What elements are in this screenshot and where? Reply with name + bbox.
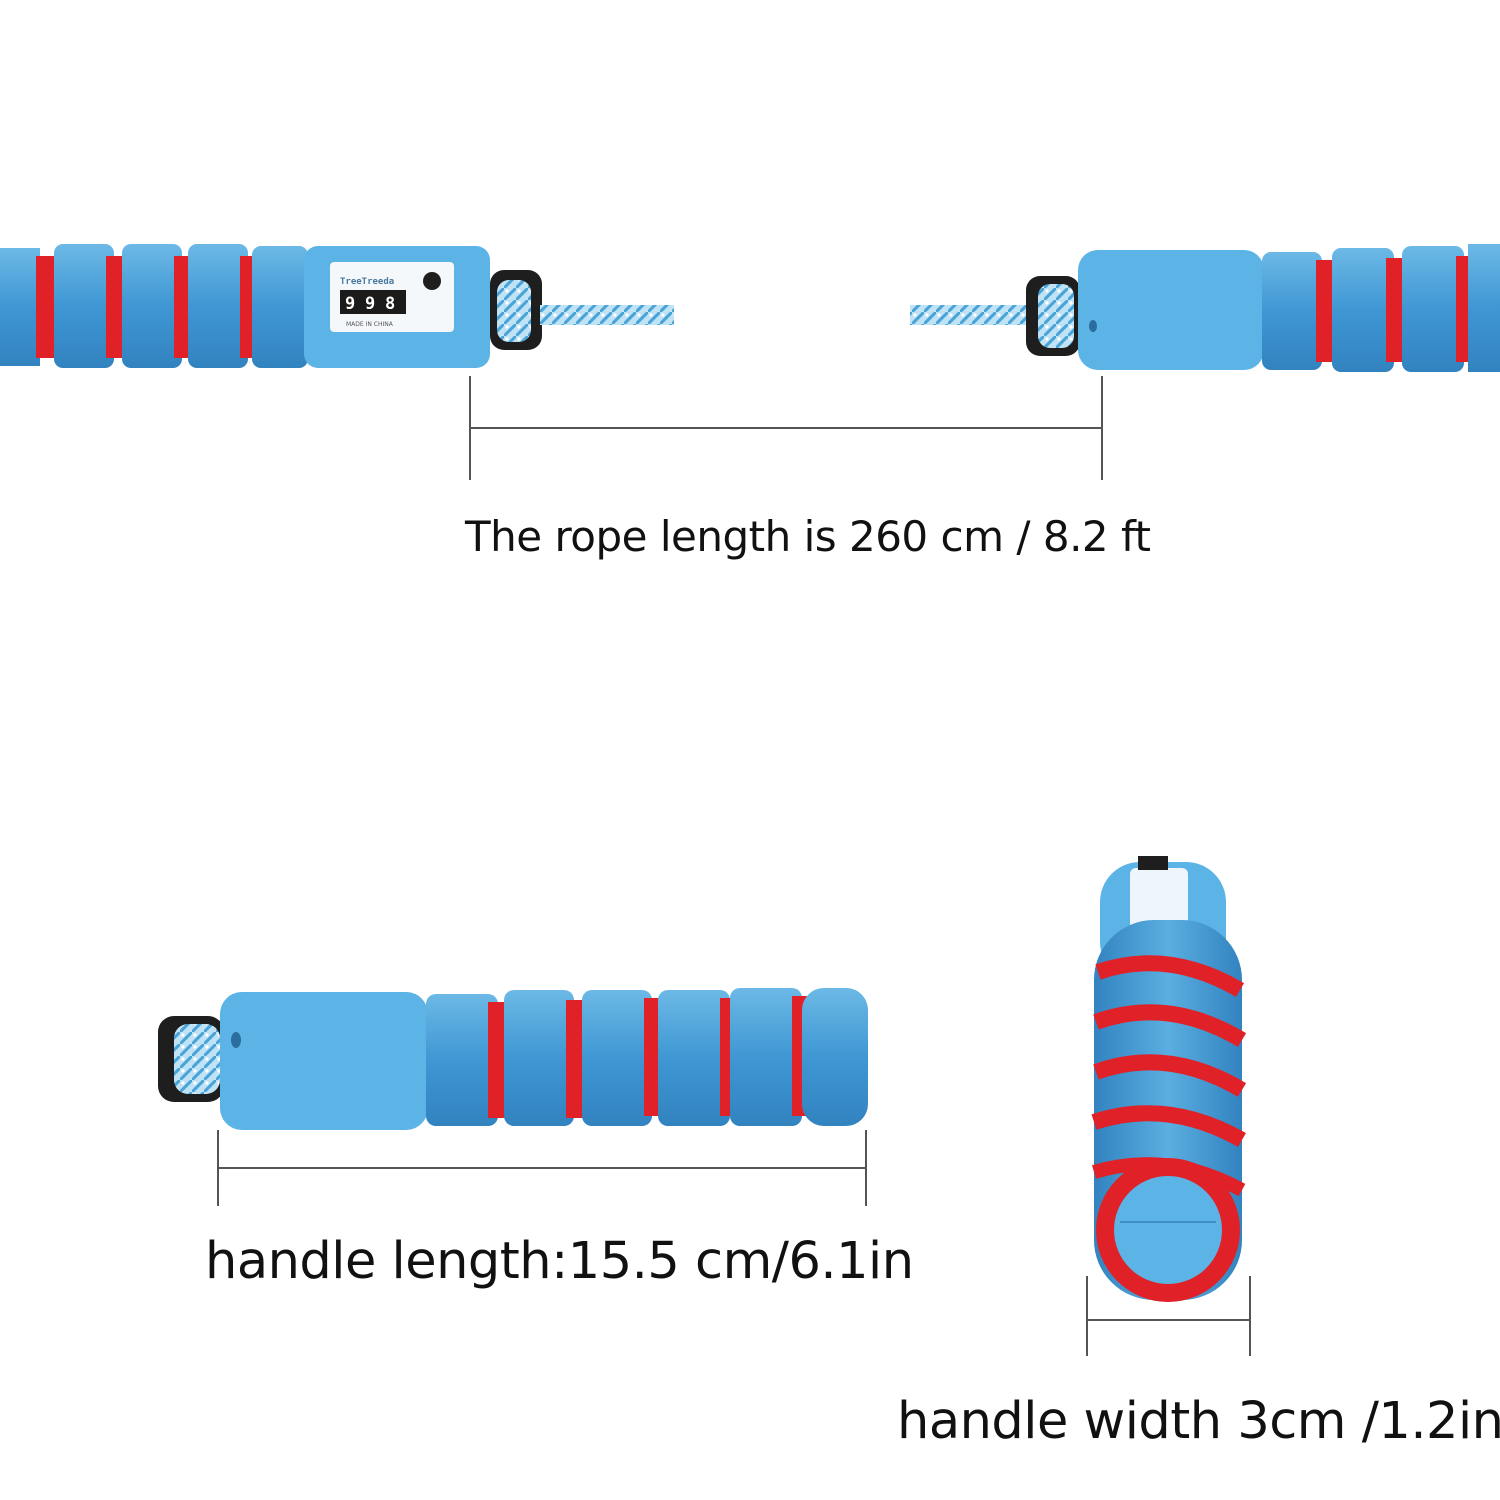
handle-width-dimension-line-icon	[1086, 1276, 1251, 1356]
counter-reset-button-icon	[423, 272, 441, 290]
counter-brand: TreeTreeda	[340, 277, 394, 287]
rope-length-dimension-line-icon	[469, 376, 1103, 480]
plastic-grip-housing	[220, 992, 428, 1130]
rope-length-caption: The rope length is 260 cm / 8.2 ft	[465, 512, 1151, 561]
rope-segment-right	[910, 305, 1036, 325]
rope-segment-left	[540, 305, 674, 325]
handle-length-caption: handle length:15.5 cm/6.1in	[205, 1232, 914, 1291]
handle-width-caption: handle width 3cm /1.2in	[897, 1392, 1500, 1451]
counter-digit-2: 9	[365, 294, 375, 314]
counter-digit-1: 9	[345, 294, 355, 314]
top-left-handle: TreeTreeda 9 9 8 MADE IN CHINA	[0, 244, 674, 368]
counter-digit-3: 8	[385, 294, 395, 314]
plastic-grip-housing	[1078, 250, 1264, 370]
top-right-handle	[910, 244, 1500, 372]
handle-length-dimension-line-icon	[217, 1130, 867, 1206]
bottom-handle-horizontal	[158, 988, 868, 1130]
counter-made-in: MADE IN CHINA	[346, 321, 394, 328]
bottom-handle-vertical	[1091, 856, 1247, 1302]
